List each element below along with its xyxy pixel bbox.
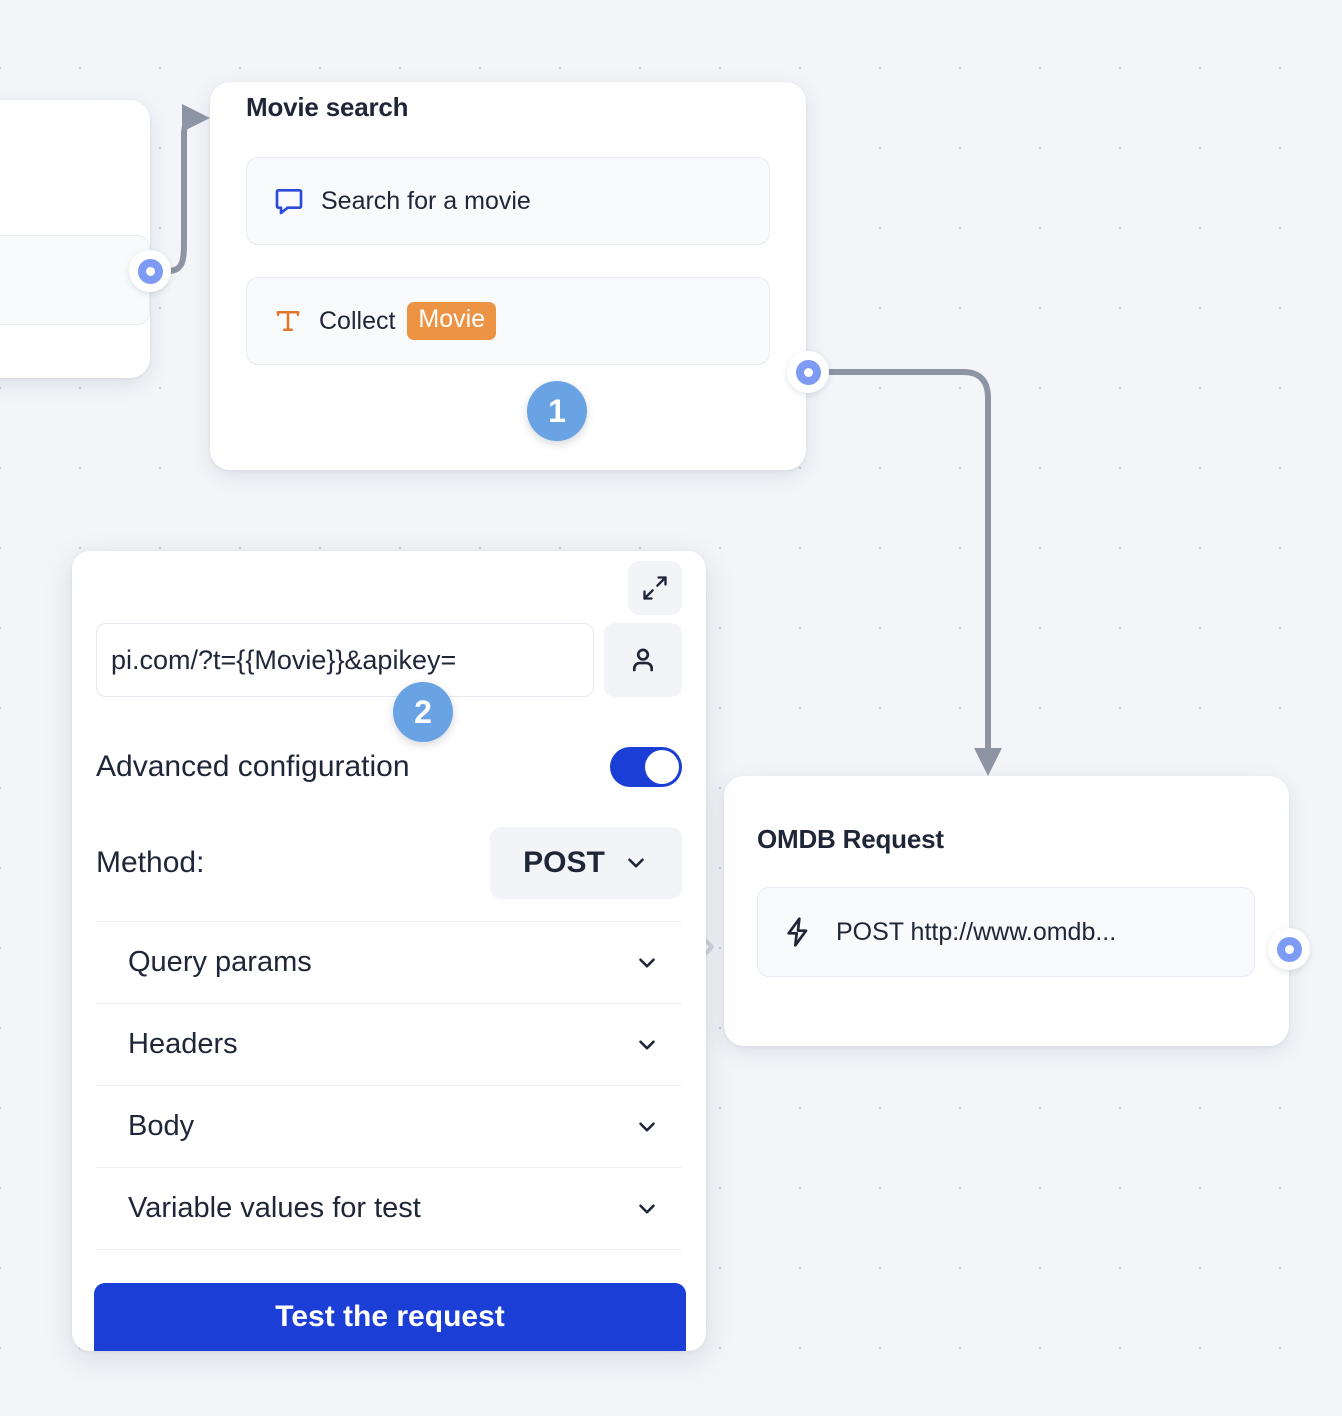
- node-card-partial-left[interactable]: [0, 100, 150, 378]
- accordion-item-variable-values-for-test[interactable]: Variable values for test: [96, 1167, 682, 1250]
- connector-port-movie-search-output[interactable]: [787, 351, 829, 393]
- panel-topbar: [72, 551, 706, 623]
- edge-arrowhead-movie-search: [182, 104, 210, 132]
- step-badge-1: 1: [527, 381, 587, 441]
- chevron-down-icon[interactable]: [634, 1032, 682, 1058]
- chevron-down-icon[interactable]: [634, 1196, 682, 1222]
- node-row-label: Search for a movie: [321, 186, 531, 215]
- edge-arrowhead-omdb: [974, 748, 1002, 776]
- connector-port-omdb-request-output[interactable]: [1268, 928, 1310, 970]
- accordion-item-headers[interactable]: Headers: [96, 1003, 682, 1085]
- node-title-movie-search: Movie search: [246, 92, 409, 122]
- chevron-down-icon: [623, 850, 649, 876]
- node-row-label: Collect: [319, 306, 396, 335]
- expand-diagonal-icon[interactable]: [628, 561, 682, 615]
- edge-movie-search-to-omdb: [825, 369, 991, 755]
- method-row: Method: POST: [96, 827, 682, 899]
- node-row-placeholder: [0, 235, 150, 325]
- node-row-post-request[interactable]: POST http://www.omdb...: [757, 887, 1255, 977]
- node-card-omdb-request[interactable]: OMDB Request POST http://www.omdb...: [724, 776, 1289, 1046]
- accordion-item-query-params[interactable]: Query params: [96, 921, 682, 1003]
- method-value: POST: [523, 846, 605, 879]
- method-label: Method:: [96, 846, 205, 879]
- advanced-configuration-toggle[interactable]: [610, 747, 682, 787]
- edge-left-to-movie-search: [165, 115, 201, 274]
- lightning-bolt-icon: [782, 916, 814, 948]
- request-url-input[interactable]: pi.com/?t={{Movie}}&apikey=: [96, 623, 594, 697]
- chat-bubble-icon: [273, 185, 305, 217]
- advanced-configuration-label: Advanced configuration: [96, 750, 410, 783]
- method-select[interactable]: POST: [490, 827, 682, 899]
- chevron-down-icon[interactable]: [634, 950, 682, 976]
- node-row-search-for-a-movie[interactable]: Search for a movie: [246, 157, 770, 245]
- accordion-item-body[interactable]: Body: [96, 1085, 682, 1167]
- toggle-knob: [645, 750, 679, 784]
- variable-chip-movie[interactable]: Movie: [407, 302, 497, 340]
- accordion-label: Headers: [128, 1028, 238, 1060]
- url-row: pi.com/?t={{Movie}}&apikey=: [96, 623, 682, 697]
- test-the-request-button[interactable]: Test the request: [94, 1283, 686, 1351]
- advanced-configuration-row: Advanced configuration: [96, 747, 682, 787]
- connector-port-left-card[interactable]: [129, 250, 171, 292]
- person-icon[interactable]: [604, 623, 682, 697]
- accordion-label: Query params: [128, 946, 312, 978]
- accordion-label: Body: [128, 1110, 195, 1142]
- request-configuration-panel: pi.com/?t={{Movie}}&apikey= Advanced con…: [72, 551, 706, 1351]
- node-title-omdb-request: OMDB Request: [757, 824, 944, 854]
- request-sections-accordion: Query params Headers Body Variable value…: [96, 921, 682, 1250]
- node-row-collect-movie[interactable]: Collect Movie: [246, 277, 770, 365]
- node-row-label: POST http://www.omdb...: [836, 917, 1117, 946]
- accordion-label: Variable values for test: [128, 1192, 421, 1224]
- chevron-down-icon[interactable]: [634, 1114, 682, 1140]
- node-card-movie-search[interactable]: Movie search Search for a movie Collect …: [210, 82, 806, 470]
- text-t-icon: [273, 306, 303, 336]
- step-badge-2: 2: [393, 682, 453, 742]
